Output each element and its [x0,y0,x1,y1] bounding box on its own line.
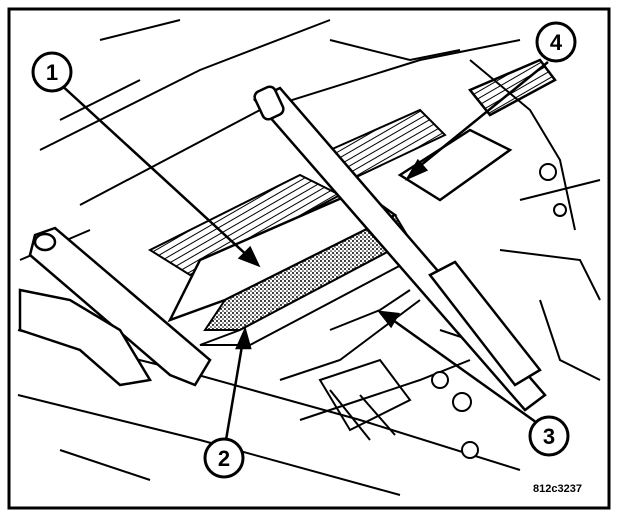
callout-1: 1 [31,51,73,93]
callout-4: 4 [535,21,577,63]
callout-3: 3 [528,415,570,457]
callout-2-label: 2 [218,446,230,471]
callout-4-label: 4 [550,30,563,55]
leader-lines [57,61,549,441]
illustration-body [17,19,601,496]
callout-3-label: 3 [543,424,555,449]
callout-1-label: 1 [46,60,58,85]
strut-rod [252,85,547,412]
vehicle-structure-lines [17,19,601,496]
figure-code: 812c3237 [533,483,582,495]
lower-clip [318,358,412,441]
callout-2: 2 [203,437,245,479]
left-bracket [18,226,212,387]
bolts [431,163,567,459]
